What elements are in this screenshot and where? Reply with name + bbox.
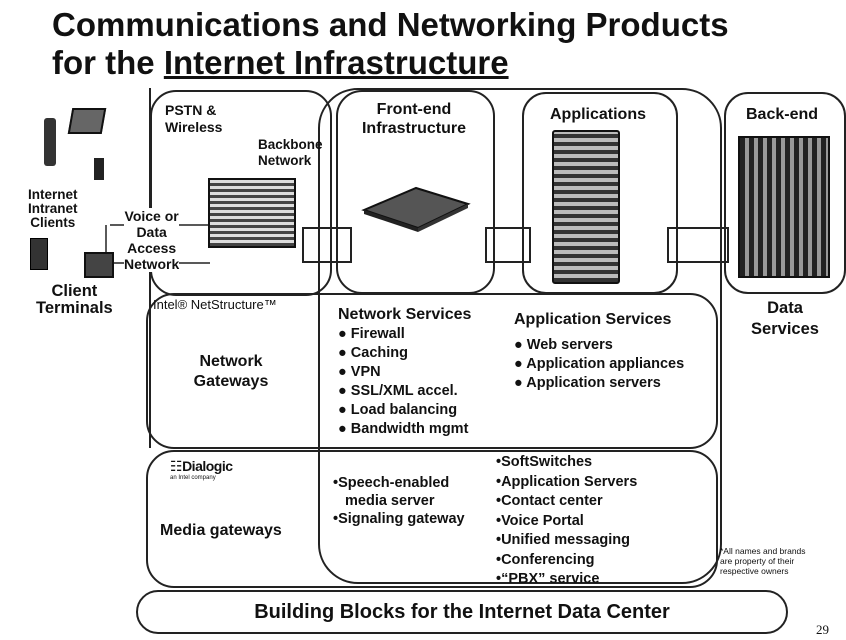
backend-column (724, 92, 846, 294)
list-item: •Voice Portal (496, 512, 584, 529)
intel-netstructure-region (146, 293, 718, 449)
list-item: •“PBX” service (496, 571, 600, 587)
intel-brand-logo: Intel® NetStructure™ (153, 297, 277, 312)
list-item: •Conferencing (496, 551, 595, 568)
application-services-list: ● Web servers ● Application appliances ●… (514, 336, 684, 393)
network-services-list: ● Firewall ● Caching ● VPN ● SSL/XML acc… (338, 325, 471, 439)
services-frame (318, 88, 722, 584)
list-item: •Application Servers (496, 473, 638, 490)
applications-label: Applications (549, 106, 646, 123)
list-item: ● VPN (338, 364, 381, 380)
list-item: •Speech-enabled (333, 475, 450, 491)
desktop-terminal-icon (84, 252, 114, 278)
network-services-block: Network Services ● Firewall ● Caching ● … (338, 305, 471, 439)
title-line-1: Communications and Networking Products (52, 6, 729, 43)
pstn-column (150, 90, 332, 296)
list-item: •Signaling gateway (333, 511, 465, 527)
list-item: media server (345, 493, 435, 509)
list-item: ● Load balancing (338, 402, 458, 418)
dialogic-region (146, 450, 718, 588)
list-item: ● Application appliances (514, 356, 685, 372)
list-item: ● Web servers (514, 337, 613, 353)
handheld-icon (30, 238, 48, 270)
list-item: ● Bandwidth mgmt (338, 421, 469, 437)
pda-icon (94, 158, 104, 180)
dialogic-apps-list: •SoftSwitches •Application Servers •Cont… (496, 453, 637, 590)
backbone-switch-image (208, 178, 296, 248)
page-number: 29 (816, 622, 829, 637)
backend-server-image (738, 136, 830, 278)
list-item: •Unified messaging (496, 532, 630, 548)
connector-apps-backend (667, 227, 729, 263)
dialogic-brand-logo: ☷Dialogic an Intel company (170, 458, 233, 481)
list-item: ● Application servers (514, 375, 661, 391)
list-item: ● SSL/XML accel. (338, 383, 458, 399)
list-item: •Contact center (496, 493, 603, 509)
frontend-appliance-image (356, 182, 474, 232)
list-item: ● Firewall (338, 326, 405, 342)
pstn-wireless-label: PSTN &Wireless (165, 102, 223, 135)
backend-label: Back-end (745, 106, 819, 123)
cell-phone-icon (44, 118, 56, 166)
dialogic-grid-icon: ☷ (170, 458, 183, 474)
list-item: •SoftSwitches (496, 454, 593, 470)
media-gateways-label: Media gateways (160, 522, 282, 539)
laptop-icon (67, 108, 107, 134)
media-server-list: •Speech-enabled media server •Signaling … (333, 474, 465, 528)
list-item: ● Caching (338, 345, 408, 361)
application-services-block: Application Services ● Web servers ● App… (514, 310, 684, 393)
connector-backbone-frontend (302, 227, 352, 263)
page-title: Communications and Networking Products f… (52, 6, 729, 82)
application-services-heading: Application Services (514, 311, 672, 328)
applications-server-image (552, 130, 620, 284)
bottom-banner: Building Blocks for the Internet Data Ce… (136, 590, 788, 634)
title-line-2: for the Internet Infrastructure (52, 44, 509, 81)
network-services-heading: Network Services (338, 306, 472, 323)
